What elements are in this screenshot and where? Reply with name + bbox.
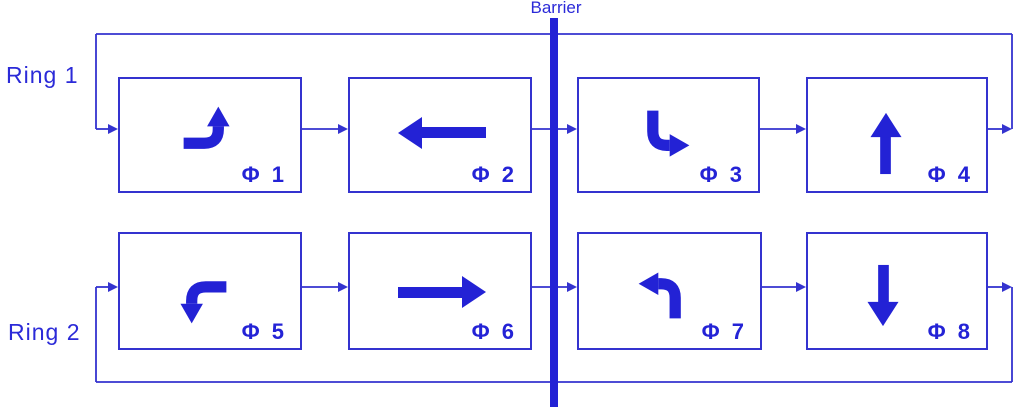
ring2-entry-arrowhead-icon (108, 282, 118, 292)
phase-box-8: Φ 8 (806, 232, 988, 350)
phase-box-3: Φ 3 (577, 77, 760, 193)
up-arrow-icon (870, 112, 902, 175)
right-arrow-icon (398, 276, 486, 308)
phase-label: Φ 6 (471, 319, 517, 344)
barrier-line (550, 18, 558, 407)
curve-up-arrow-icon (183, 106, 230, 149)
phase-box-7: Φ 7 (577, 232, 762, 350)
ring2-label: Ring 2 (8, 319, 81, 345)
ring1-entry-arrowhead-icon (108, 124, 118, 134)
left-arrow-icon (398, 117, 486, 149)
phase-label: Φ 4 (927, 162, 973, 187)
ring2-exit-arrowhead-icon (1002, 282, 1012, 292)
phase-box-2: Φ 2 (348, 77, 532, 193)
ring1-label: Ring 1 (6, 62, 79, 88)
phase-label: Φ 5 (241, 319, 287, 344)
phase-label: Φ 3 (699, 162, 745, 187)
barrier-label: Barrier (530, 0, 582, 17)
phase-label: Φ 7 (701, 319, 747, 344)
phase-label: Φ 2 (471, 162, 517, 187)
down-arrow-icon (867, 264, 899, 327)
curve-left-arrow-icon (638, 272, 681, 319)
phase-box-1: Φ 1 (118, 77, 302, 193)
phase-label: Φ 8 (927, 319, 973, 344)
curve-down-arrow-icon (180, 281, 227, 324)
phase-box-4: Φ 4 (806, 77, 988, 193)
curve-right-arrow-icon (647, 110, 690, 157)
phase-label: Φ 1 (241, 162, 287, 187)
ring1-flow-connectors (302, 124, 806, 134)
ring2-flow-connectors (302, 282, 806, 292)
phase-box-6: Φ 6 (348, 232, 532, 350)
phase-box-5: Φ 5 (118, 232, 302, 350)
ring1-exit-arrowhead-icon (1002, 124, 1012, 134)
